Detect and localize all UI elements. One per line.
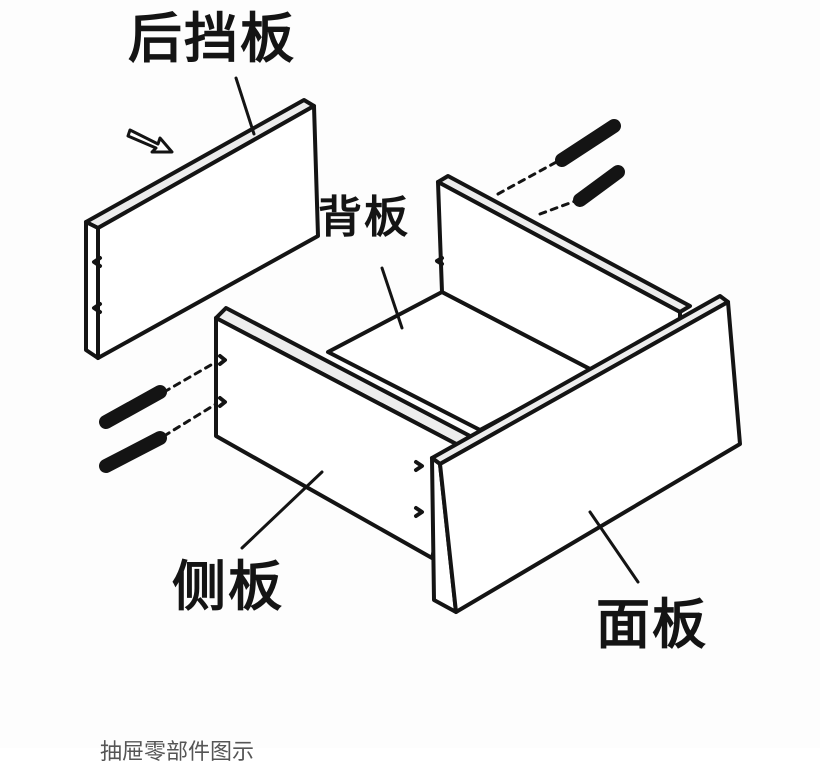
- label-face-panel: 面板: [596, 593, 708, 656]
- leader-line-rear: [234, 76, 256, 136]
- label-back-panel: 背板: [318, 192, 410, 243]
- diagram-canvas: 后挡板 背板 侧板 面板 抽屉零部件图示: [84, 7, 742, 765]
- leader-line-side: [240, 470, 324, 550]
- dowel-pins-left: [99, 360, 218, 473]
- side-board: [214, 306, 472, 560]
- leader-line-face: [588, 510, 640, 584]
- caption-text: 抽屉零部件图示: [100, 740, 255, 765]
- label-side-panel: 侧板: [172, 555, 284, 618]
- face-board: [414, 294, 742, 614]
- leader-line-back: [380, 266, 404, 330]
- insert-arrow-icon: [126, 128, 174, 154]
- rear-board: [84, 98, 320, 360]
- label-rear-panel: 后挡板: [128, 7, 296, 70]
- drawer-exploded-view: [84, 76, 742, 614]
- dowel-pins-right: [496, 119, 625, 216]
